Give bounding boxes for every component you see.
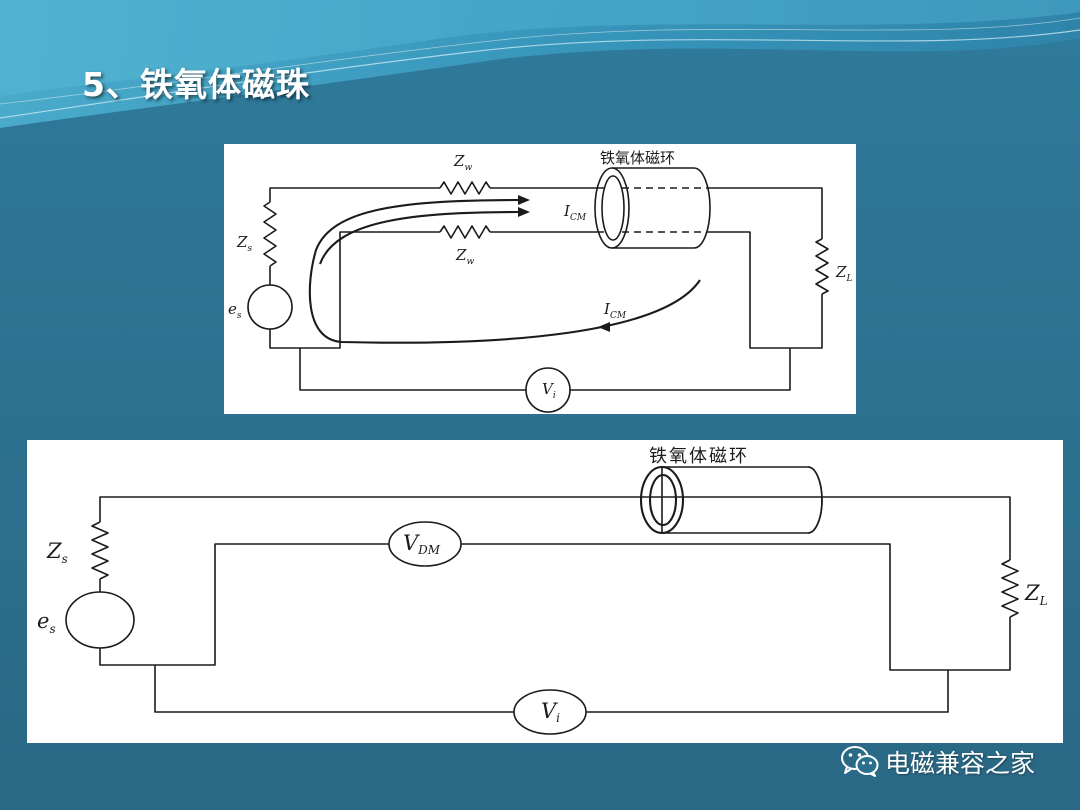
icm-core-label: ICM xyxy=(563,202,587,223)
vdm-label: VDM xyxy=(403,531,441,557)
vi-top-main: V xyxy=(542,380,555,398)
vi-label-top: Vi xyxy=(542,380,556,401)
core-body-bottom xyxy=(661,466,823,534)
top-wire xyxy=(99,496,1011,560)
arrowhead-upper xyxy=(518,195,530,205)
zw-upper-sub: w xyxy=(464,163,472,173)
vdm-sub: DM xyxy=(417,543,441,557)
icm-return-label: ICM xyxy=(603,300,627,321)
zl-top-sub: L xyxy=(845,274,852,284)
zw-upper-resistor xyxy=(439,181,491,195)
core-right-edge xyxy=(807,466,823,534)
zw-upper-main: Z xyxy=(453,152,465,170)
es-bottom-sub: s xyxy=(49,622,55,636)
zs-bottom-sub: s xyxy=(62,552,68,566)
icm-forward-path xyxy=(319,210,521,265)
vi-top-sub: i xyxy=(553,391,556,401)
lower-wire-right xyxy=(710,231,823,349)
zl-label-top: ZL xyxy=(835,263,852,284)
return-wire-right xyxy=(461,543,1011,671)
zl-resistor-bottom xyxy=(1001,559,1019,618)
zw-lower-sub: w xyxy=(466,257,474,267)
icm-return-main: I xyxy=(603,300,611,318)
top-wire-left xyxy=(269,187,440,202)
ground-wire-left xyxy=(299,348,526,391)
vdm-main: V xyxy=(403,531,420,555)
zs-resistor-bottom xyxy=(91,521,109,580)
zl-bottom-main: Z xyxy=(1024,581,1040,605)
zs-label-top: Zs xyxy=(236,233,252,254)
wave-line-2 xyxy=(0,17,1080,105)
core-label-top: 铁氧体磁环 xyxy=(600,149,675,167)
es-top-main: e xyxy=(228,300,237,318)
zs-bottom-main: Z xyxy=(46,539,62,563)
zs-top-sub: s xyxy=(247,244,252,254)
zw-lower-main: Z xyxy=(455,246,467,264)
core-body xyxy=(612,167,711,249)
es-top-sub: s xyxy=(237,311,242,321)
zw-upper-label: Zw xyxy=(453,152,472,173)
wechat-icon xyxy=(841,746,879,777)
top-wire-right xyxy=(710,187,823,239)
zs-resistor xyxy=(263,201,277,267)
es-label-bottom: es xyxy=(37,609,56,636)
core-front-inner-bottom xyxy=(648,473,678,527)
diagram-bottom-circuit: 铁氧体磁环 Zs es VDM ZL Vi xyxy=(37,446,1048,735)
top-wave-highlight xyxy=(0,0,1080,96)
diagram-bottom-panel: 铁氧体磁环 Zs es VDM ZL Vi xyxy=(27,440,1063,743)
core-front-outer xyxy=(594,167,630,249)
ground-wire-right xyxy=(570,348,791,391)
wave-line-1 xyxy=(0,29,1080,119)
top-wave xyxy=(0,0,1080,128)
icm-core-sub: CM xyxy=(570,213,587,223)
es-label-top: es xyxy=(228,300,242,321)
zw-lower-resistor xyxy=(439,225,491,239)
core-label-bottom: 铁氧体磁环 xyxy=(649,446,749,467)
vi-bottom-main: V xyxy=(541,699,558,723)
zl-top-main: Z xyxy=(835,263,847,281)
core-front-outer-bottom xyxy=(639,465,685,535)
zl-bottom-sub: L xyxy=(1039,594,1048,608)
vi-label-bottom: Vi xyxy=(541,699,560,725)
zs-top-main: Z xyxy=(236,233,248,251)
zw-lower-label: Zw xyxy=(455,246,474,267)
zs-label-bottom: Zs xyxy=(46,539,68,566)
diagram-top-circuit: 铁氧体磁环 Zw Zw ICM Zs es ZL ICM Vi xyxy=(228,149,852,413)
slide-title: 5、铁氧体磁珠 xyxy=(82,65,310,104)
arrowhead-lower xyxy=(518,207,530,217)
ground-wire-left-bottom xyxy=(154,665,514,713)
zl-label-bottom: ZL xyxy=(1024,581,1048,608)
arrowhead-return xyxy=(598,322,610,332)
core-front-inner xyxy=(601,175,625,241)
watermark-text: 电磁兼容之家 xyxy=(885,749,1036,778)
zl-resistor xyxy=(815,238,829,295)
return-wire-left xyxy=(99,543,389,666)
icm-core-main: I xyxy=(563,202,571,220)
source-es-bottom xyxy=(65,591,135,649)
icm-return-path xyxy=(308,198,701,344)
icm-return-sub: CM xyxy=(610,311,627,321)
vi-bottom-sub: i xyxy=(556,711,560,725)
ground-wire-right-bottom xyxy=(586,670,949,713)
es-bottom-main: e xyxy=(37,609,49,633)
source-es xyxy=(247,284,293,330)
diagram-top-panel: 铁氧体磁环 Zw Zw ICM Zs es ZL ICM Vi xyxy=(224,144,856,414)
source-return-wire xyxy=(269,231,440,349)
